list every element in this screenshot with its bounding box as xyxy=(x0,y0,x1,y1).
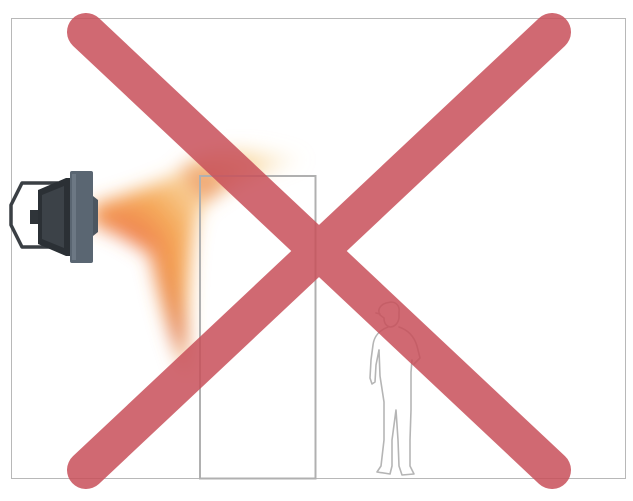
radiant-heater-icon xyxy=(11,171,98,263)
